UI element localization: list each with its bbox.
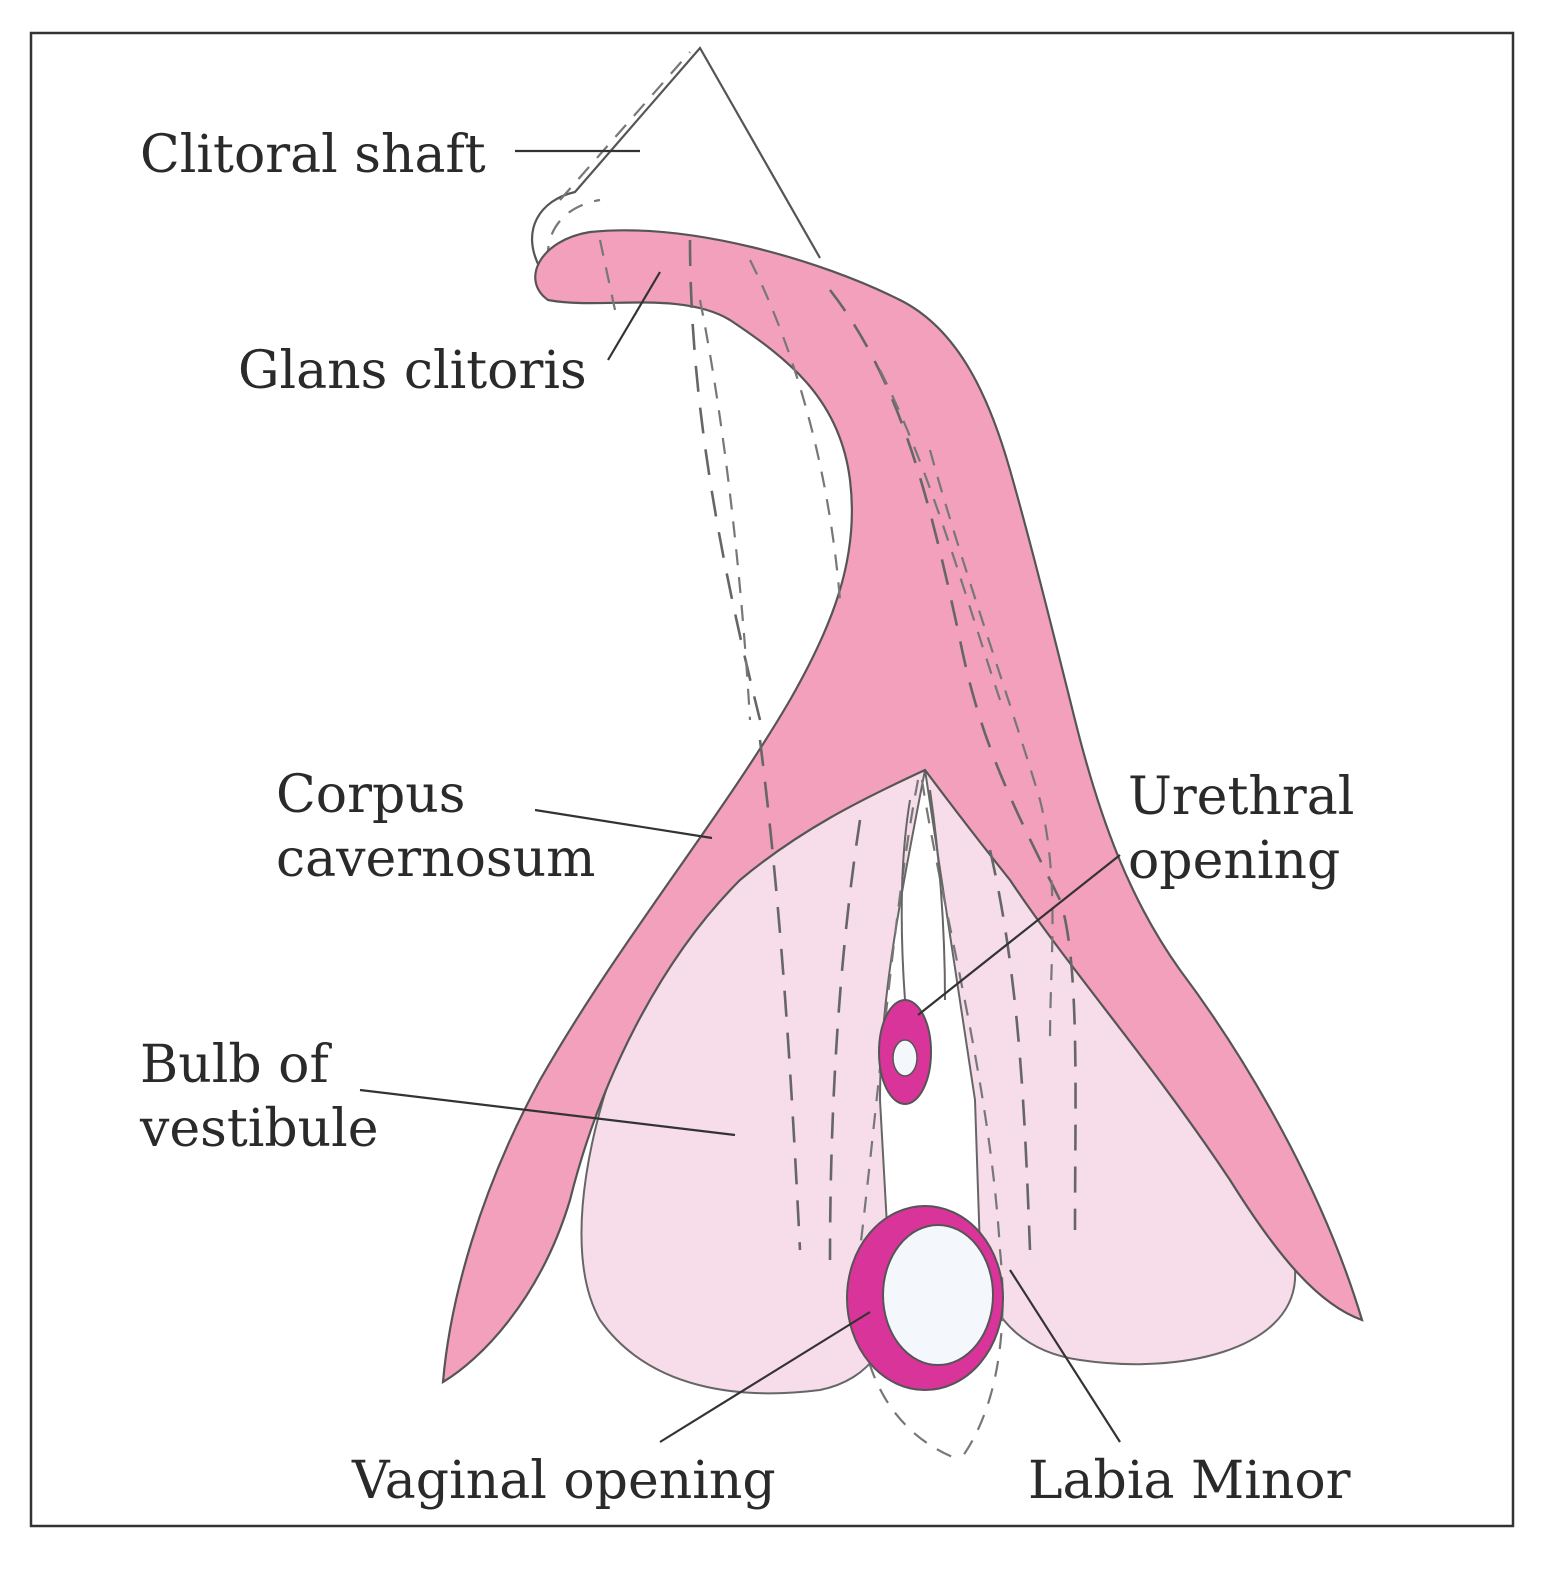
label-glans-clitoris: Glans clitoris — [238, 341, 587, 401]
label-vaginal-opening: Vaginal opening — [351, 1451, 776, 1511]
label-clitoral-shaft: Clitoral shaft — [140, 125, 486, 185]
label-urethral-line1: Urethral — [1128, 767, 1354, 827]
label-bulb-line1: Bulb of — [140, 1035, 332, 1095]
label-bulb-line2: vestibule — [139, 1099, 379, 1159]
label-labia-minor: Labia Minor — [1028, 1451, 1351, 1511]
label-corpus-line2: cavernosum — [276, 829, 595, 889]
leader-lines — [359, 149, 1121, 1443]
label-urethral-line2: opening — [1128, 831, 1340, 891]
labia-minora — [857, 779, 1004, 1462]
urethral-opening — [878, 999, 932, 1105]
erectile-tissue-dashes — [598, 239, 1077, 1261]
label-corpus-line1: Corpus — [276, 765, 465, 825]
corpus-cavernosum — [441, 229, 1364, 1385]
vaginal-opening — [846, 1205, 1004, 1391]
